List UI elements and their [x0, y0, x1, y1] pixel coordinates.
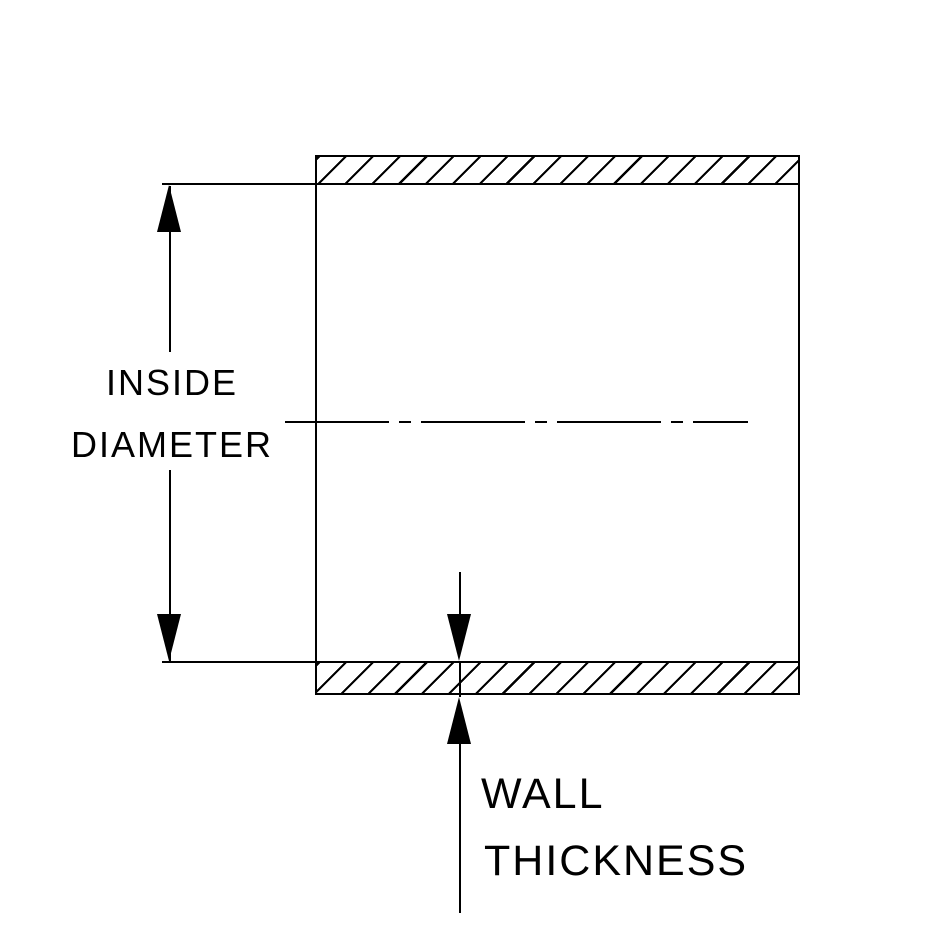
inside-diameter-label-line1: INSIDE — [105, 362, 239, 403]
inside-diameter-dimension-line-upper — [169, 186, 171, 352]
wall-thickness-leader-line-upper — [459, 572, 461, 618]
centerline — [285, 421, 748, 423]
wall-thickness-label-line1: WALL — [481, 770, 605, 818]
inside-diameter-label-line2: DIAMETER — [70, 424, 273, 465]
wall-thickness-arrowhead-up-icon — [447, 697, 471, 744]
wall-thickness-leader-line-lower — [459, 742, 461, 913]
inside-diameter-extension-line-top — [162, 183, 315, 185]
inside-diameter-arrowhead-down-icon — [157, 614, 181, 661]
wall-thickness-arrowhead-down-icon — [447, 614, 471, 661]
tube-top-wall-hatch — [317, 157, 798, 185]
tube-outline — [315, 155, 800, 695]
inside-diameter-dimension-line-lower — [169, 470, 171, 661]
inside-diameter-arrowhead-up-icon — [157, 185, 181, 232]
wall-thickness-line-through-wall — [459, 661, 461, 697]
wall-thickness-label-line2: THICKNESS — [484, 837, 749, 885]
inside-diameter-extension-line-bottom — [162, 661, 315, 663]
tube-bottom-wall-hatch — [317, 661, 798, 693]
